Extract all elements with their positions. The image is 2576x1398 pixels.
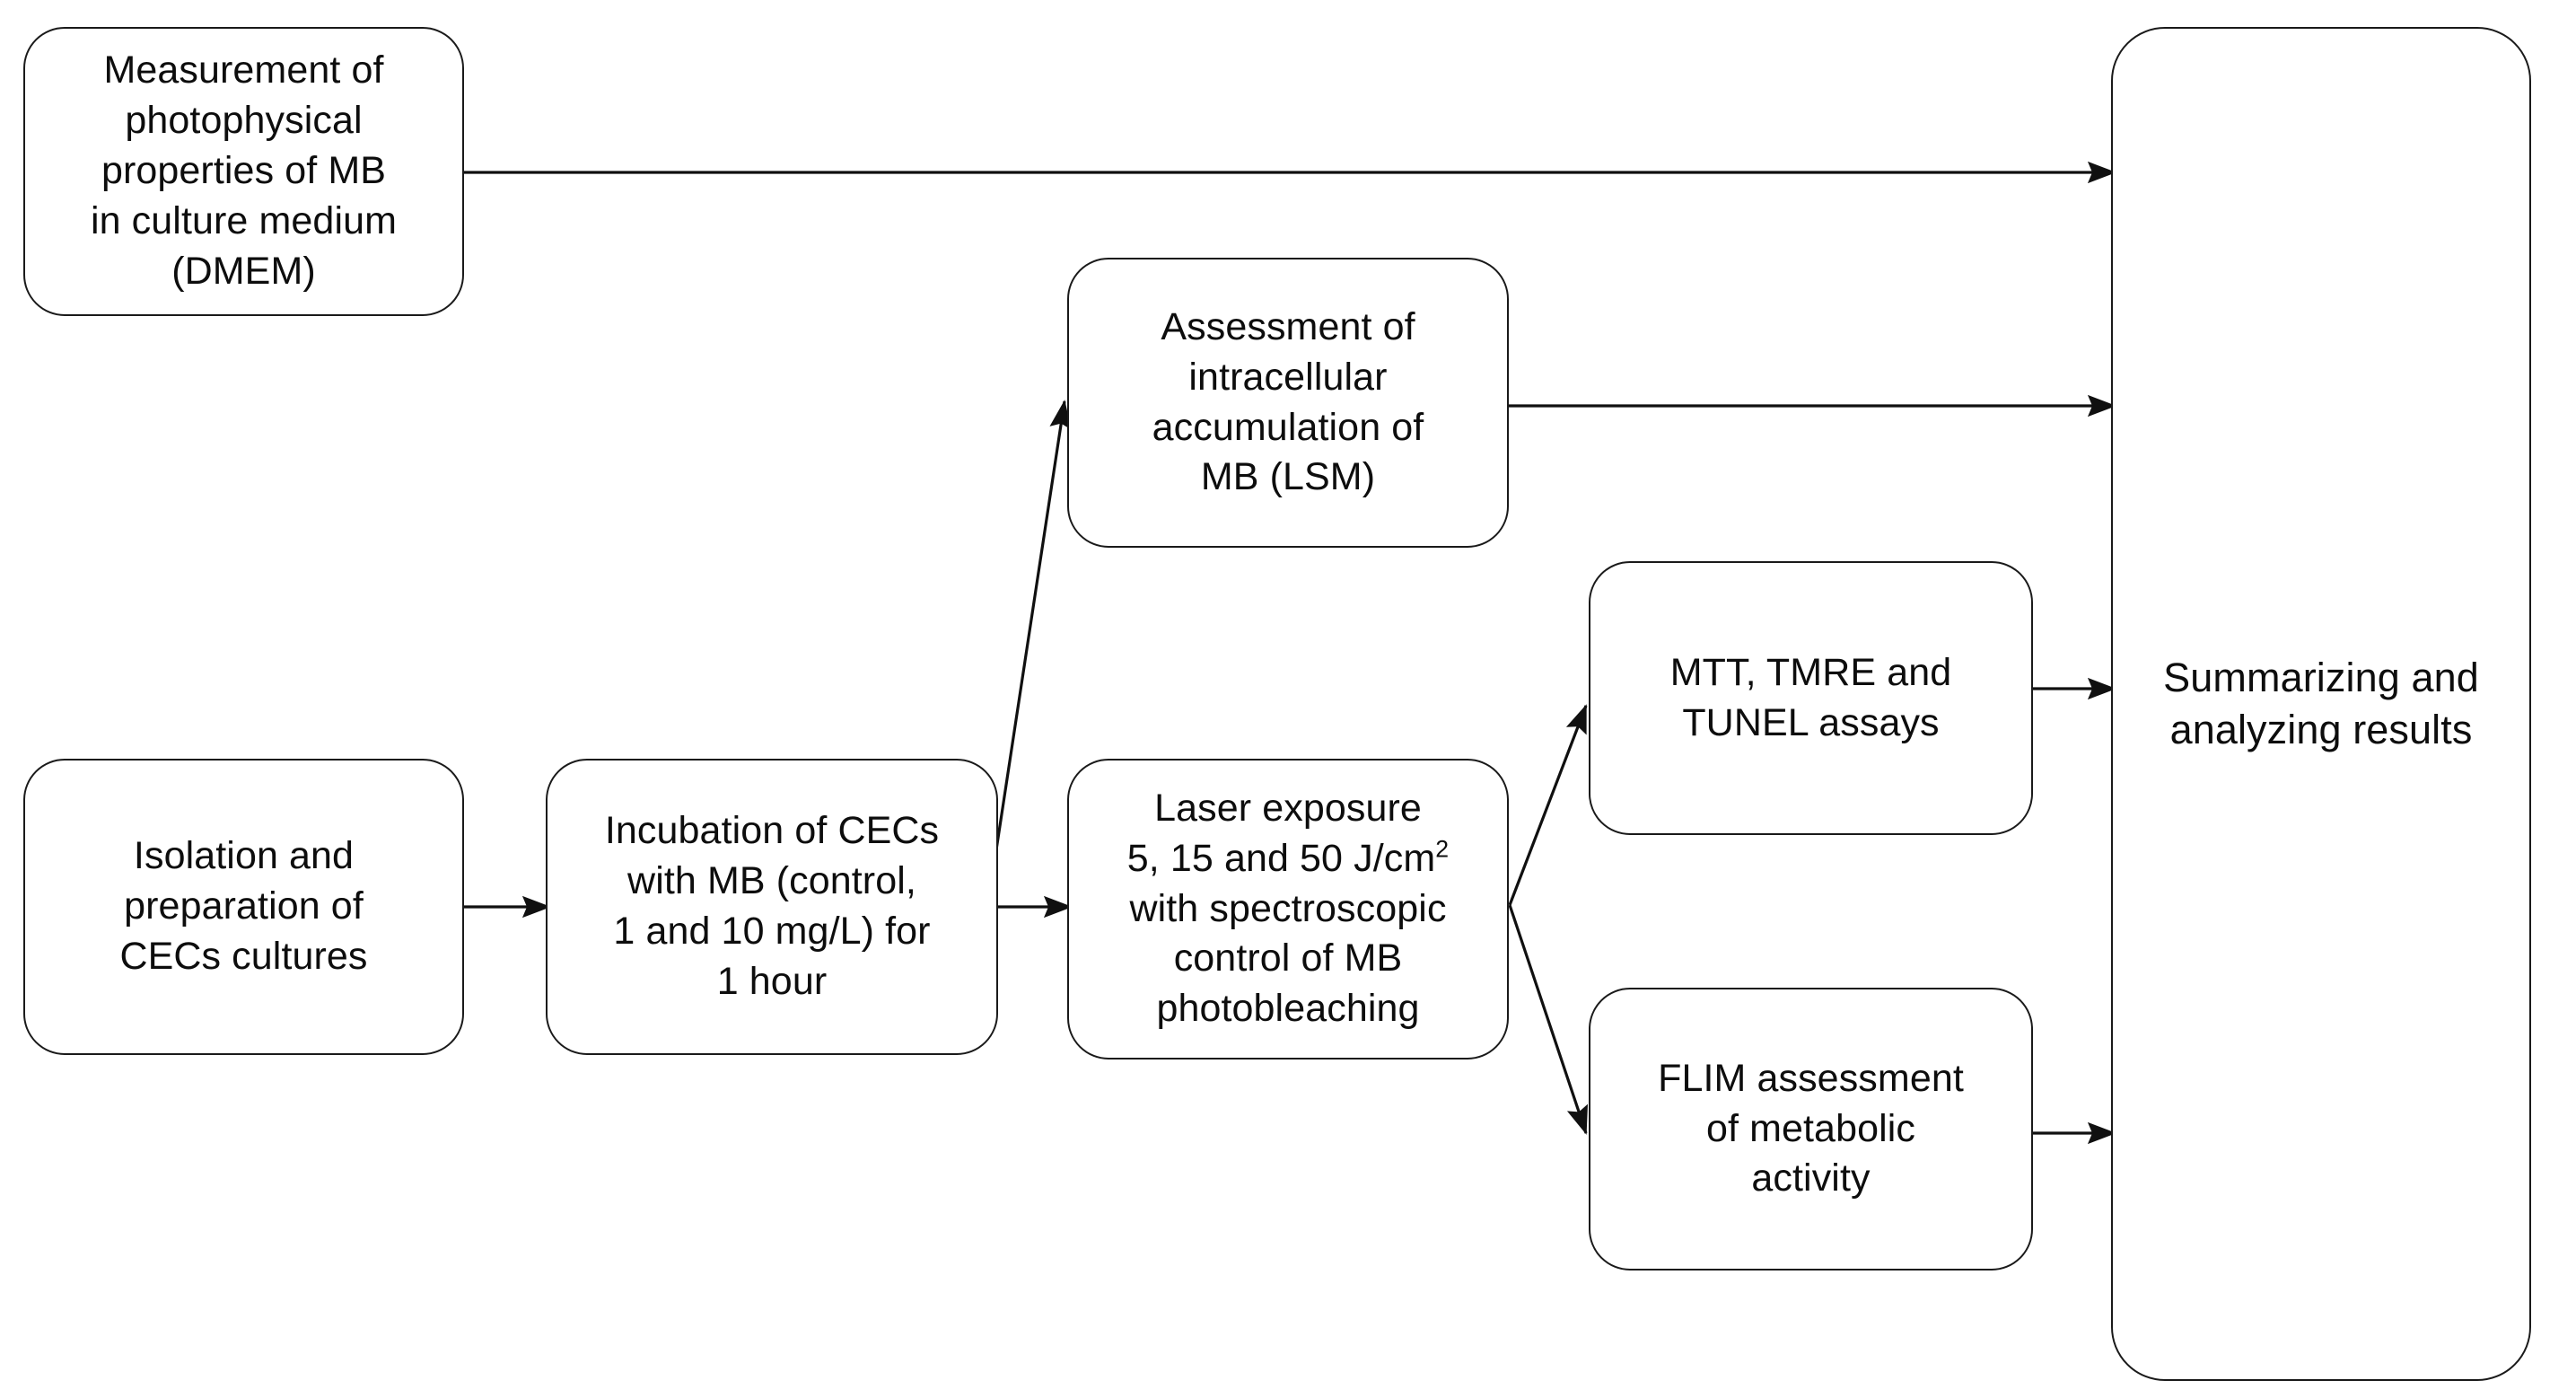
summary-box[interactable]: Summarizing and analyzing results — [2111, 27, 2531, 1381]
laser-exposure-box-label: Laser exposure 5, 15 and 50 J/cm2 with s… — [1126, 786, 1450, 1031]
lsm-box[interactable]: Assessment of intracellular accumulation… — [1067, 258, 1509, 548]
lsm-box-label: Assessment of intracellular accumulation… — [1152, 304, 1424, 499]
summary-box-label: Summarizing and analyzing results — [2163, 654, 2479, 753]
isolation-box-label: Isolation and preparation of CECs cultur… — [119, 834, 368, 978]
edge-laser-to-flim — [1508, 904, 1588, 1135]
flim-box[interactable]: FLIM assessment of metabolic activity — [1589, 988, 2033, 1271]
assays-box-label: MTT, TMRE and TUNEL assays — [1669, 650, 1952, 744]
measurement-box-label: Measurement of photophysical properties … — [90, 48, 398, 293]
incubation-box[interactable]: Incubation of CECs with MB (control, 1 a… — [546, 759, 998, 1055]
incubation-box-label: Incubation of CECs with MB (control, 1 a… — [604, 809, 940, 1003]
measurement-box[interactable]: Measurement of photophysical properties … — [23, 27, 464, 316]
laser-exposure-box[interactable]: Laser exposure 5, 15 and 50 J/cm2 with s… — [1067, 759, 1509, 1059]
edge-incubation-to-lsm — [986, 400, 1072, 910]
assays-box[interactable]: MTT, TMRE and TUNEL assays — [1589, 561, 2033, 835]
isolation-box[interactable]: Isolation and preparation of CECs cultur… — [23, 759, 464, 1055]
flim-box-label: FLIM assessment of metabolic activity — [1658, 1056, 1964, 1200]
edge-laser-to-assays — [1508, 704, 1588, 906]
